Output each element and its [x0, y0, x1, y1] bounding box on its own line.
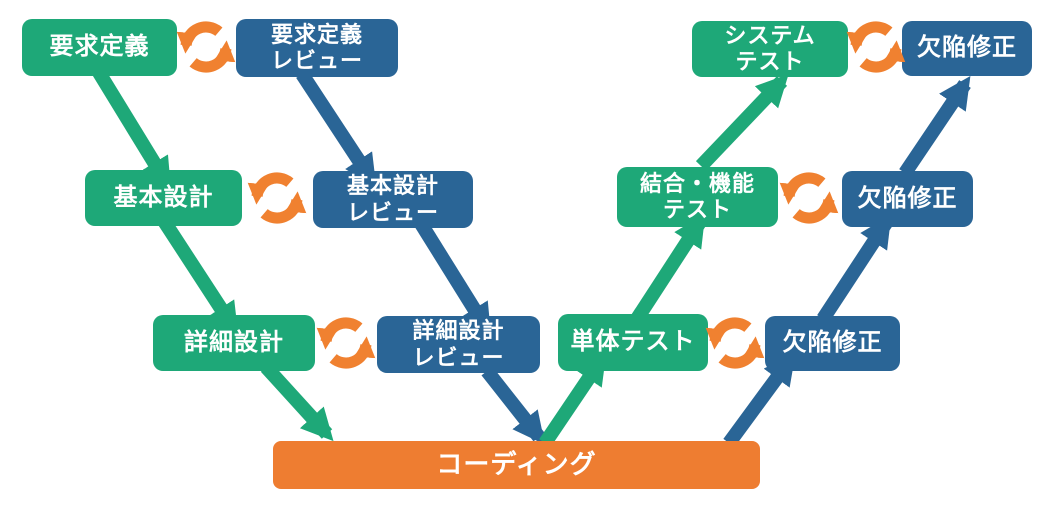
node-basic-design: 基本設計: [85, 170, 242, 226]
edge-basic-design-review-to-detailed-design-review: [414, 218, 492, 337]
node-basic-design-review: 基本設計 レビュー: [313, 171, 473, 228]
node-detailed-design-label: 詳細設計: [184, 328, 284, 356]
edge-coding-to-defect-fix-unit: [723, 352, 796, 448]
node-defect-fix-system: 欠陥修正: [902, 21, 1032, 76]
node-unit-test: 単体テスト: [558, 314, 708, 371]
node-defect-fix-integration: 欠陥修正: [842, 171, 973, 227]
node-requirements-review: 要求定義 レビュー: [236, 19, 398, 77]
node-requirements-label: 要求定義: [49, 33, 150, 61]
node-detailed-design-review-label: 詳細設計 レビュー: [412, 318, 505, 370]
node-detailed-design-review: 詳細設計 レビュー: [377, 316, 540, 373]
node-system-test-label: システム テスト: [724, 22, 816, 74]
edge-basic-design-to-detailed-design: [156, 214, 239, 336]
node-unit-test-label: 単体テスト: [570, 328, 696, 356]
edge-requirements-review-to-basic-design-review: [296, 70, 377, 188]
edge-unit-test-to-integration-test: [627, 213, 706, 329]
node-requirements-review-label: 要求定義 レビュー: [270, 21, 363, 73]
node-integration-test: 結合・機能 テスト: [617, 167, 778, 227]
edge-defect-fix-unit-to-defect-fix-integration: [817, 214, 892, 323]
edge-requirements-to-basic-design: [89, 62, 172, 191]
node-coding-label: コーディング: [436, 449, 597, 480]
edge-integration-test-to-system-test: [695, 74, 789, 171]
edge-defect-fix-integration-to-defect-fix-system: [899, 75, 971, 177]
node-coding: コーディング: [273, 441, 760, 489]
node-defect-fix-unit: 欠陥修正: [765, 316, 900, 371]
node-defect-fix-system-label: 欠陥修正: [917, 34, 1017, 62]
node-integration-test-label: 結合・機能 テスト: [639, 170, 755, 222]
node-basic-design-review-label: 基本設計 レビュー: [346, 173, 439, 225]
node-defect-fix-unit-label: 欠陥修正: [782, 329, 883, 357]
node-defect-fix-integration-label: 欠陥修正: [857, 184, 958, 212]
node-requirements: 要求定義: [22, 19, 177, 76]
edge-coding-to-unit-test: [539, 351, 607, 447]
node-basic-design-label: 基本設計: [113, 183, 214, 211]
node-detailed-design: 詳細設計: [153, 315, 315, 371]
node-system-test: システム テスト: [692, 21, 848, 77]
edge-detailed-design-review-to-coding: [481, 366, 545, 445]
edge-detailed-design-to-coding: [260, 362, 334, 442]
